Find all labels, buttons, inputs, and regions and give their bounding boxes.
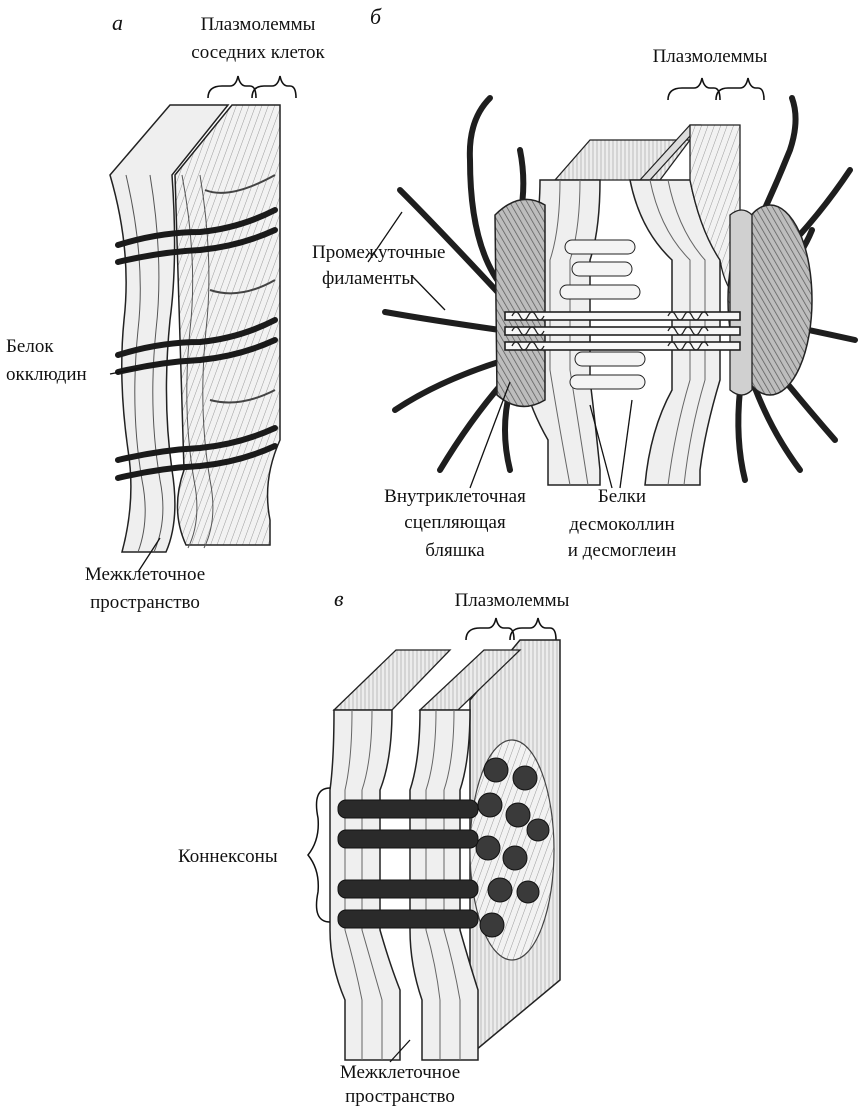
panel-b-plaque-left xyxy=(495,199,545,406)
connexon xyxy=(484,758,508,782)
panel-b-plaque-label-line2: сцепляющая xyxy=(404,512,506,533)
link-rod xyxy=(505,342,740,350)
desmosomal-cadherin xyxy=(560,285,640,299)
connexon-channel xyxy=(338,830,478,848)
panel-c-space-label-line2: пространство xyxy=(345,1086,455,1107)
connexon-channel xyxy=(338,910,478,928)
panel-a-membranes-label-line1: Плазмолеммы xyxy=(201,14,316,35)
filament xyxy=(440,380,505,470)
filament xyxy=(385,312,500,330)
panel-a-brace-left xyxy=(208,76,256,98)
panel-a-occludin-label-line2: окклюдин xyxy=(6,364,87,385)
link-rod xyxy=(505,312,740,320)
panel-a-occludin-label-line1: Белок xyxy=(6,336,54,357)
connexon-channel xyxy=(338,800,478,818)
panel-a-space-label-line1: Межклеточное xyxy=(85,564,205,585)
panel-c-connexons-label: Коннексоны xyxy=(178,846,278,867)
desmosomal-cadherin xyxy=(565,240,635,254)
connexon xyxy=(506,803,530,827)
panel-c-brace-right xyxy=(510,618,556,640)
panel-b-transmembrane-links xyxy=(505,312,740,350)
link-rod xyxy=(505,327,740,335)
panel-c-letter: в xyxy=(334,586,344,611)
connexon-channel xyxy=(338,880,478,898)
panel-b-filaments-pointer xyxy=(412,276,445,310)
panel-c-space-label-line1: Межклеточное xyxy=(340,1062,460,1083)
connexon xyxy=(488,878,512,902)
connexon xyxy=(527,819,549,841)
panel-b-plaque-label-line1: Внутриклеточная xyxy=(384,486,526,507)
panel-c-brace-left xyxy=(466,618,514,640)
panel-b-brace-left xyxy=(668,78,720,100)
desmosomal-cadherin xyxy=(575,352,645,366)
panel-b-brace-right xyxy=(716,78,764,100)
desmosomal-cadherin xyxy=(572,262,632,276)
connexon xyxy=(478,793,502,817)
panel-b-proteins-label-line1: Белки xyxy=(598,486,646,507)
panel-a-brace-right xyxy=(252,76,296,98)
panel-b-proteins-pointer xyxy=(620,400,632,488)
panel-b-membranes-label: Плазмолеммы xyxy=(653,46,768,67)
panel-b-proteins-label-line2: десмоколлин xyxy=(569,514,674,535)
panel-b-plaque-label-line3: бляшка xyxy=(425,540,485,561)
panel-a-letter: а xyxy=(112,10,123,35)
connexon xyxy=(503,846,527,870)
connexon xyxy=(517,881,539,903)
panel-b-desmosome: б Плазмолеммы xyxy=(312,4,855,561)
panel-c-gap-junction: в Плазмолеммы xyxy=(178,586,570,1107)
panel-b-proteins-label-line3: и десмоглеин xyxy=(568,540,677,561)
connexon xyxy=(480,913,504,937)
panel-c-connexons-brace xyxy=(308,788,330,922)
panel-b-filaments-label-line2: филаменты xyxy=(322,268,414,289)
panel-a-membranes-label-line2: соседних клеток xyxy=(191,42,325,63)
connexon xyxy=(513,766,537,790)
panel-b-membrane-left-top xyxy=(555,140,690,180)
panel-c-membranes-label: Плазмолеммы xyxy=(455,590,570,611)
panel-a-tight-junction: а Плазмолеммы соседних клеток Белок оккл… xyxy=(6,10,325,613)
panel-b-letter: б xyxy=(370,4,382,29)
desmosomal-cadherin xyxy=(570,375,645,389)
panel-a-space-label-line2: пространство xyxy=(90,592,200,613)
connexon xyxy=(476,836,500,860)
panel-b-plaque-right-edge xyxy=(730,210,752,395)
filament xyxy=(738,390,745,480)
